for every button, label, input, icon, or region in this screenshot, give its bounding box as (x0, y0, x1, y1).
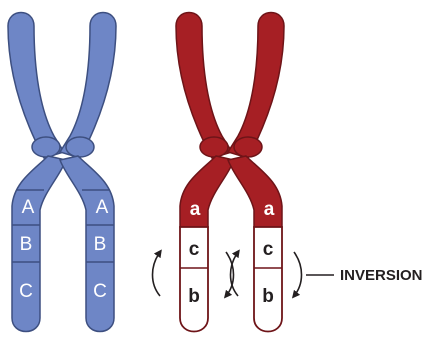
normal-left-label-C: C (19, 281, 33, 302)
inverted-right-label-a: a (264, 199, 275, 220)
normal-centromere-right (65, 136, 95, 158)
normal-left-label-B: B (20, 234, 33, 255)
inverted-right-lower-arm-white (253, 226, 283, 333)
normal-right-upper-arm (58, 11, 117, 159)
normal-right-label-A: A (96, 197, 109, 218)
inverted-left-label-a: a (190, 199, 201, 220)
inverted-right-upper-arm (226, 11, 285, 159)
rotation-arrow-icon (229, 249, 303, 299)
inverted-right-lower-arm-red (226, 155, 283, 228)
inverted-left-label-c: c (189, 239, 200, 260)
normal-chromosome: A B C A B C (7, 11, 117, 333)
normal-right-lower-arm (58, 155, 115, 333)
inverted-chromosome: a c b a c b (175, 11, 285, 333)
inverted-centromere-left (199, 136, 229, 158)
inverted-right-label-b: b (262, 286, 274, 307)
inverted-left-lower-arm-red (179, 155, 236, 228)
normal-right-label-B: B (94, 234, 107, 255)
inverted-centromere-right (233, 136, 263, 158)
inverted-right-label-c: c (263, 239, 274, 260)
inverted-left-upper-arm (175, 11, 234, 159)
normal-left-lower-arm (11, 155, 68, 333)
normal-centromere-left (31, 136, 61, 158)
inverted-left-lower-arm-white (179, 226, 209, 333)
inversion-label: INVERSION (340, 267, 423, 284)
rotation-arrow-icon (151, 249, 235, 299)
normal-right-label-C: C (93, 281, 107, 302)
normal-left-label-A: A (22, 197, 35, 218)
inversion-callout: INVERSION (306, 267, 423, 284)
normal-left-upper-arm (7, 11, 66, 159)
inverted-left-label-b: b (188, 286, 200, 307)
